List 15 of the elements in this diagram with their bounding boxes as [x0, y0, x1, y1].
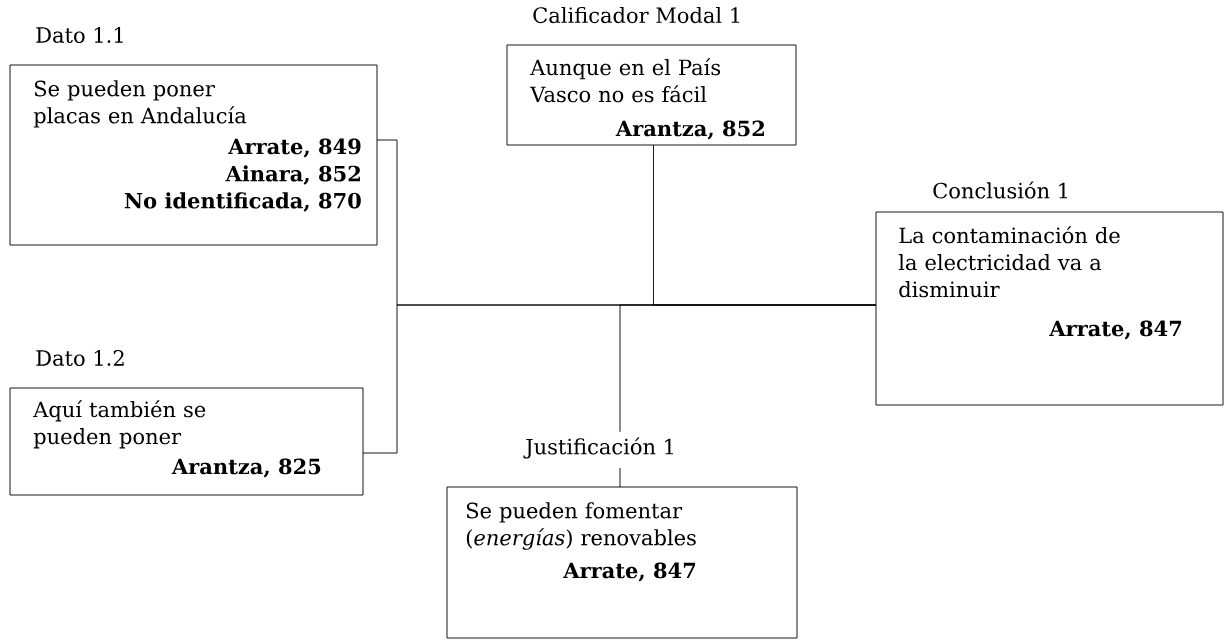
box-heading: Dato 1.1 [36, 27, 123, 43]
box-heading: Dato 1.2 [36, 350, 124, 366]
argument-box: Se pueden poner placas en Andalucía Arrate, 849 Ainara, 852 No identificada, 870 [9, 64, 378, 246]
node-label: Se pueden poner placas en Andalucía [33, 80, 247, 128]
argument-box: Aquí también se pueden poner Arantza, 825 [9, 387, 364, 496]
argument-box: La contaminación de la electricidad va a disminuir Arrate, 847 [875, 211, 1224, 406]
node-label: Arrate, 849 [228, 138, 361, 158]
node-label: Ainara, 852 [225, 165, 360, 185]
box-heading: Justificación 1 [523, 437, 674, 459]
box-heading: Calificador Modal 1 [533, 6, 740, 24]
argument-box: Aunque en el País Vasco no es fácil Arantza, 852 [506, 44, 797, 146]
node-label: No identificada, 870 [124, 192, 361, 212]
argument-box: Se pueden fomentar (energías) renovables Arrate, 847 [446, 486, 798, 639]
box-heading: Conclusión 1 [933, 181, 1068, 199]
connector-line [619, 304, 877, 433]
